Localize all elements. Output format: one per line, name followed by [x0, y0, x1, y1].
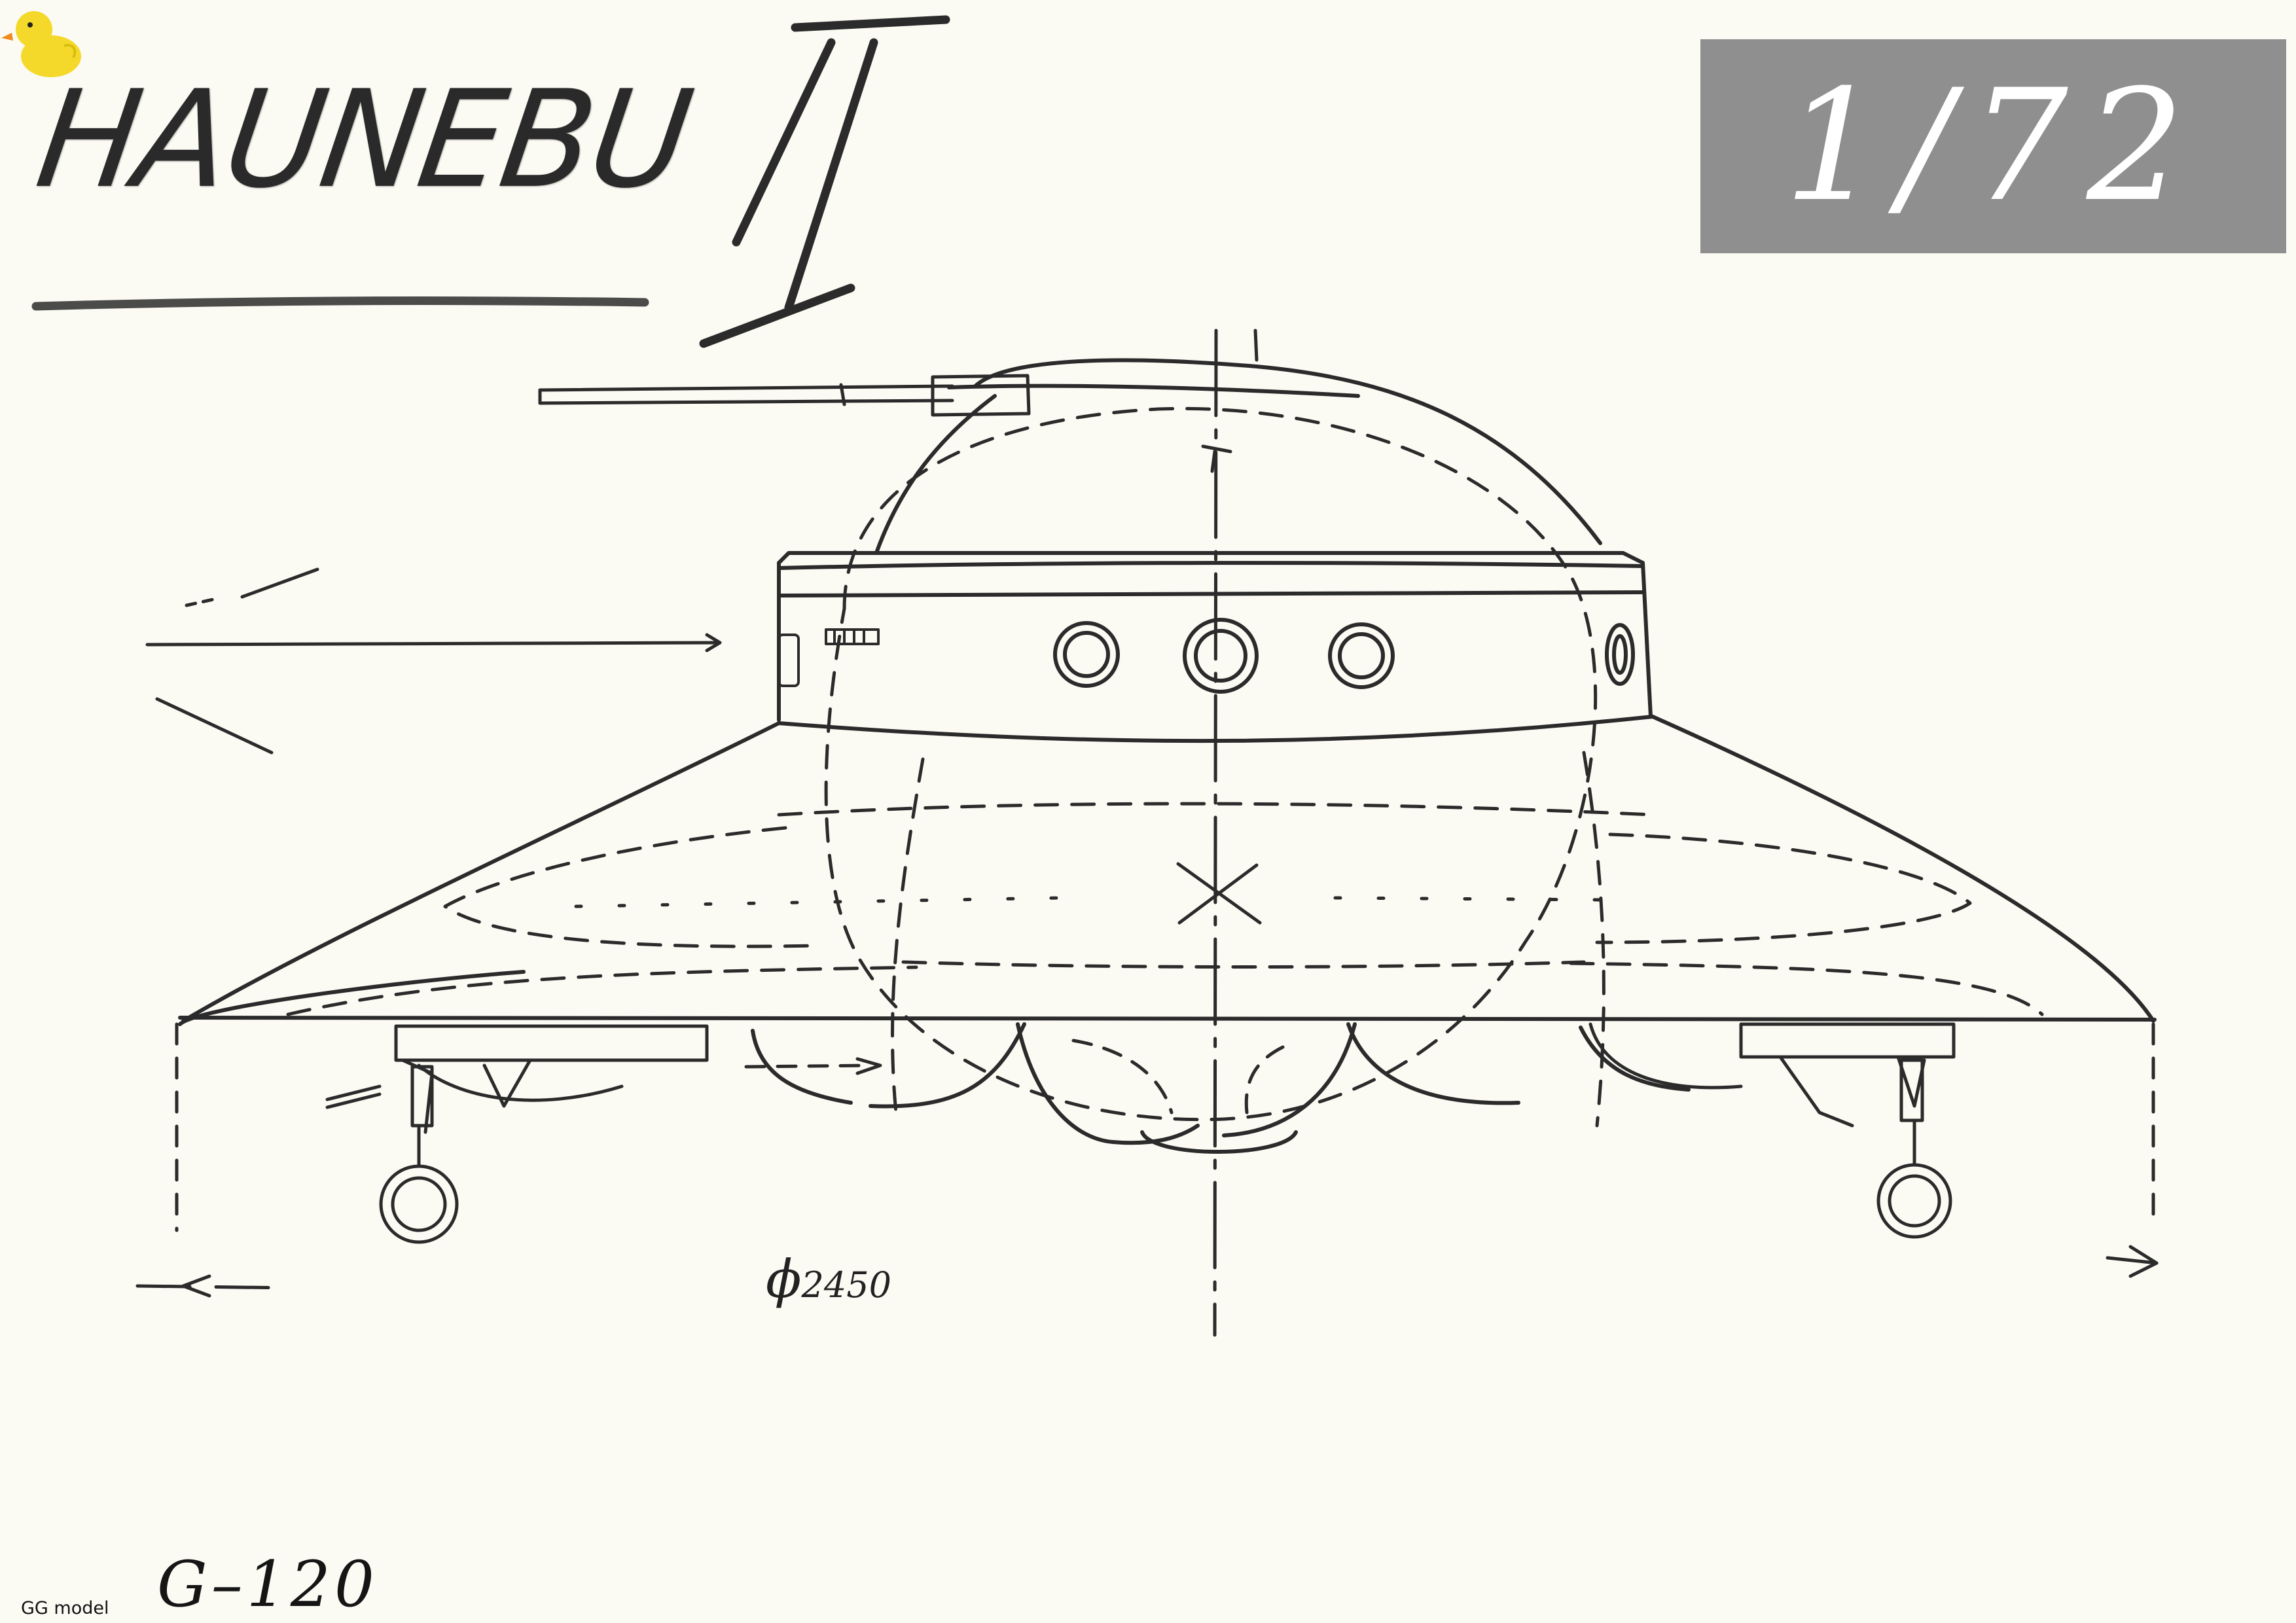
belly-hull — [751, 1022, 1691, 1154]
diameter-label: ϕ2450 — [766, 1249, 891, 1310]
hidden-sphere-inner — [1582, 751, 1605, 1128]
title-underline — [31, 296, 649, 311]
dome-outline — [973, 358, 1602, 545]
diameter-value: 2450 — [801, 1264, 891, 1306]
cabin-band — [777, 551, 1655, 743]
gun-barrel — [538, 374, 1031, 417]
title-numeral-ii — [699, 15, 950, 348]
porthole — [1183, 618, 1259, 694]
brand-name: GG model — [21, 1598, 109, 1618]
dome-left-shoulder — [875, 394, 997, 553]
scale-label: 1/72 — [1700, 39, 2286, 253]
axis-top-mark — [1253, 329, 1259, 362]
disk-rivets — [574, 896, 1605, 908]
hidden-sphere-outline — [824, 406, 1598, 1122]
diameter-dimension — [135, 1022, 2159, 1298]
porthole — [1328, 622, 1395, 689]
porthole-edge — [1605, 623, 1635, 686]
belly-arrow — [855, 1057, 882, 1075]
belly-dashes — [744, 1039, 1285, 1115]
disk-seams — [286, 802, 2044, 1016]
landing-gear-right — [1588, 1022, 1956, 1239]
duck-logo — [1, 11, 81, 77]
center-axis — [1213, 329, 1218, 1337]
motion-lines — [145, 567, 722, 755]
porthole — [1053, 621, 1120, 688]
hidden-sphere-inner — [891, 757, 925, 1121]
dome-top-line — [947, 383, 1360, 398]
center-cross — [1176, 862, 1262, 925]
diameter-symbol: ϕ — [766, 1249, 802, 1310]
model-code: G–120 — [157, 1548, 378, 1621]
axis-top-mark — [1201, 444, 1232, 473]
cabin-hatch — [778, 628, 880, 687]
landing-gear-left — [325, 1024, 709, 1244]
saucer-disk — [178, 715, 2157, 1026]
scale-text: 1/72 — [1784, 57, 2203, 236]
